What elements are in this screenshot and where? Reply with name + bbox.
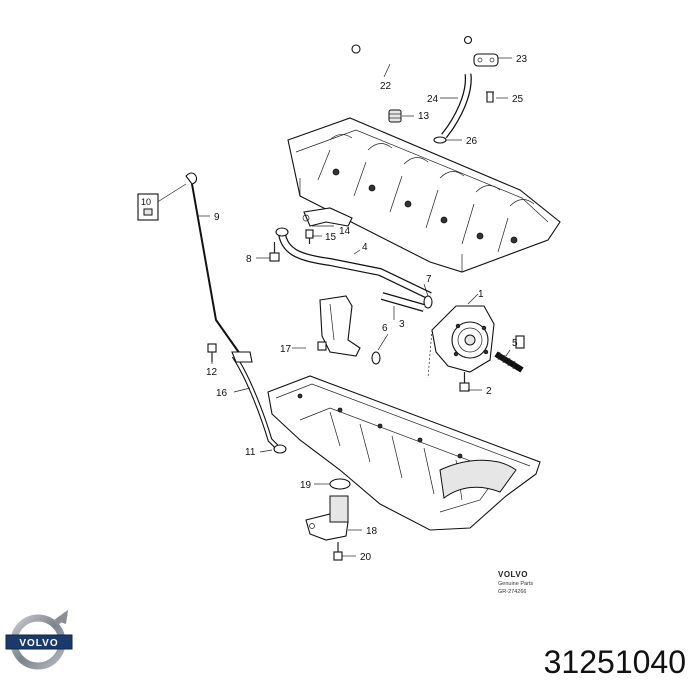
callout-14: 14	[339, 226, 351, 237]
callout-20: 20	[360, 552, 372, 563]
callout-8: 8	[246, 254, 252, 265]
caption-reference: GR-274266	[498, 589, 526, 595]
callout-24: 24	[427, 94, 439, 105]
engine-block-bedplate	[287, 117, 561, 273]
callout-labels: 1 2 3 4 5 6 7 8 9 11 12 13 14 15 16 17 1…	[206, 54, 528, 563]
part-bolt-5	[494, 335, 525, 373]
callout-7: 7	[426, 274, 432, 285]
part-bolt-8	[269, 242, 280, 262]
callout-13: 13	[418, 111, 430, 122]
callout-15: 15	[325, 232, 337, 243]
part-dipstick-guide	[231, 351, 280, 450]
part-oring-11	[273, 444, 287, 454]
part-oring-7	[423, 295, 433, 309]
part-bracket	[302, 207, 353, 227]
part-bolt-20	[333, 542, 343, 561]
part-number: 31251040	[543, 644, 686, 680]
logo-text: VOLVO	[19, 638, 58, 649]
callout-22: 22	[380, 81, 392, 92]
part-dipstick	[185, 172, 241, 355]
oil-pan	[267, 375, 541, 531]
part-bolt-12	[207, 343, 217, 362]
part-breather-hose	[351, 35, 473, 68]
callout-17: 17	[280, 344, 292, 355]
callout-2: 2	[486, 386, 492, 397]
callout-6: 6	[382, 323, 388, 334]
callout-26: 26	[466, 136, 478, 147]
part-oil-tube	[275, 227, 432, 300]
part-plug	[388, 109, 402, 123]
part-baffle-bracket	[317, 295, 361, 357]
callout-5: 5	[512, 338, 518, 349]
part-breather-pipe	[433, 53, 499, 144]
callout-1: 1	[478, 289, 484, 300]
caption-subtitle: Genuine Parts	[498, 581, 533, 587]
part-oring-6	[371, 351, 381, 365]
part-oring-19	[329, 478, 351, 490]
callout-9: 9	[214, 212, 220, 223]
callout-25: 25	[512, 94, 524, 105]
part-oil-pump	[427, 305, 495, 379]
part-bolt-2	[459, 372, 470, 392]
part-transfer-tube	[380, 292, 426, 312]
part-filter-housing	[305, 495, 349, 541]
callout-4: 4	[362, 242, 368, 253]
part-bolt-15	[305, 229, 314, 244]
volvo-logo: VOLVO	[4, 604, 76, 676]
callout-16: 16	[216, 388, 228, 399]
caption-brand: VOLVO	[498, 570, 528, 579]
callout-23: 23	[516, 54, 528, 65]
diagram-caption: VOLVO Genuine Parts GR-274266	[498, 570, 533, 595]
callout-19: 19	[300, 480, 312, 491]
callout-3: 3	[399, 319, 405, 330]
callout-box-10: 10	[137, 193, 159, 221]
callout-12: 12	[206, 367, 218, 378]
callout-18: 18	[366, 526, 378, 537]
callout-10: 10	[141, 197, 151, 207]
callout-11: 11	[245, 447, 256, 458]
